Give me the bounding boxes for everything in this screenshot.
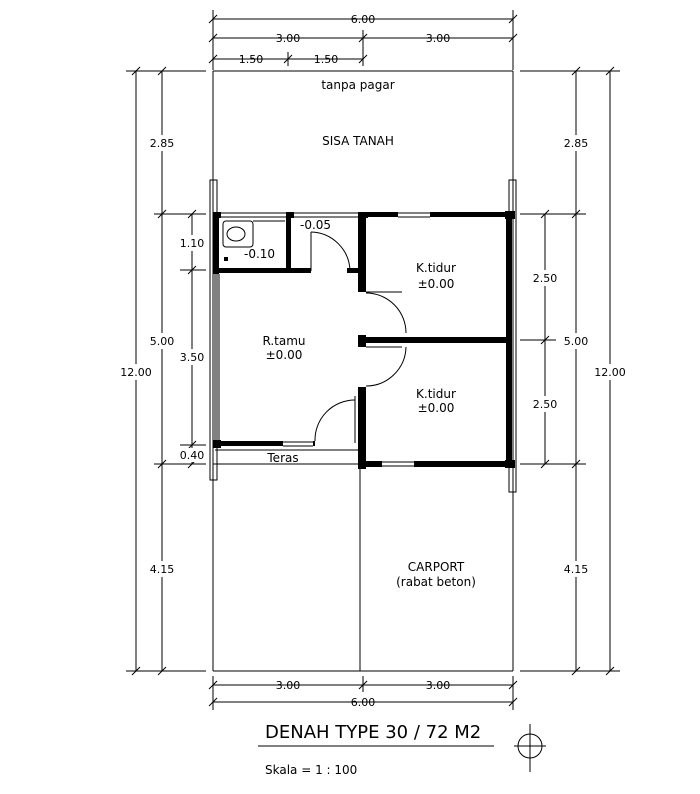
left-dimensions: 12.00 2.85 5.00 4.15 1.10 3.50 0.40 (116, 66, 210, 676)
carport-note: (rabat beton) (396, 575, 476, 589)
dim-right-415: 4.15 (564, 563, 589, 576)
dim-left-110: 1.10 (180, 237, 205, 250)
dim-right-250-b: 2.50 (533, 398, 558, 411)
front-note: tanpa pagar (321, 78, 394, 92)
level-bath-a: -0.05 (300, 218, 331, 232)
dim-left-350: 3.50 (180, 351, 205, 364)
bottom-dimensions: 3.00 3.00 6.00 (208, 676, 518, 710)
bedroom2-name: K.tidur (416, 387, 456, 401)
dim-top-half-left: 3.00 (276, 32, 301, 45)
room-labels: tanpa pagar SISA TANAH -0.05 -0.10 K.tid… (244, 78, 476, 589)
dim-top-quarter-a: 1.50 (239, 53, 264, 66)
dim-bottom-half-right: 3.00 (426, 679, 451, 692)
sisa-tanah-label: SISA TANAH (322, 134, 394, 148)
dim-right-250-a: 2.50 (533, 272, 558, 285)
dim-left-415: 4.15 (150, 563, 175, 576)
living-room-name: R.tamu (262, 334, 305, 348)
drawing-scale: Skala = 1 : 100 (265, 763, 357, 777)
dim-top-half-right: 3.00 (426, 32, 451, 45)
dim-right-12: 12.00 (594, 366, 626, 379)
dim-right-285: 2.85 (564, 137, 589, 150)
drawing-title: DENAH TYPE 30 / 72 M2 (265, 722, 481, 743)
teras-label: Teras (266, 451, 298, 465)
bathroom-fixtures (222, 220, 285, 261)
title-block: DENAH TYPE 30 / 72 M2 Skala = 1 : 100 (258, 722, 546, 777)
top-dimensions: 6.00 3.00 3.00 1.50 1.50 (208, 10, 518, 70)
right-dimensions: 2.50 2.50 2.85 5.00 4.15 12.00 (520, 66, 632, 676)
dim-left-285: 2.85 (150, 137, 175, 150)
dim-top-quarter-b: 1.50 (314, 53, 339, 66)
dim-left-500: 5.00 (150, 335, 175, 348)
walls (213, 211, 515, 469)
living-room-level: ±0.00 (266, 348, 303, 362)
dim-top-total: 6.00 (351, 13, 376, 26)
bedroom2-level: ±0.00 (418, 401, 455, 415)
dim-right-500: 5.00 (564, 335, 589, 348)
dim-bottom-half-left: 3.00 (276, 679, 301, 692)
carport-name: CARPORT (408, 560, 465, 574)
dim-left-040: 0.40 (180, 449, 205, 462)
bedroom1-name: K.tidur (416, 261, 456, 275)
level-bath-b: -0.10 (244, 247, 275, 261)
lot-boundary (209, 70, 517, 672)
north-arrow-icon (514, 724, 546, 772)
doors (310, 231, 407, 443)
dim-left-12: 12.00 (120, 366, 152, 379)
bedroom1-level: ±0.00 (418, 277, 455, 291)
dim-bottom-total: 6.00 (351, 696, 376, 709)
